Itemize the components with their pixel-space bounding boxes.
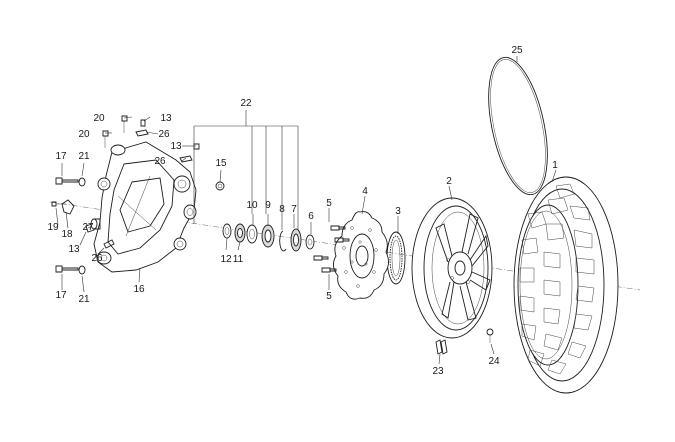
part-6-spacer (305, 234, 315, 250)
callout-6: 6 (308, 211, 314, 222)
callout-26-top: 26 (158, 129, 170, 140)
callout-13-top: 13 (160, 113, 172, 124)
part-20-screws (102, 115, 128, 148)
callout-15: 15 (215, 158, 227, 169)
callout-5-upper: 5 (326, 198, 332, 209)
callout-25: 25 (511, 45, 523, 56)
callout-21-upper: 21 (78, 151, 90, 162)
part-18-bracket (61, 199, 75, 215)
part-15-bushing (215, 181, 225, 191)
part-3-ring (386, 231, 406, 285)
callout-11: 11 (233, 254, 244, 265)
callout-23: 23 (432, 366, 444, 377)
callout-13-left: 13 (68, 244, 80, 255)
callout-18: 18 (61, 229, 73, 240)
part-16-hub-carrier (93, 141, 197, 273)
part-17-bolts (55, 177, 79, 273)
callout-24: 24 (488, 356, 500, 367)
callout-8: 8 (279, 204, 285, 215)
callout-13-mid: 13 (170, 141, 182, 152)
part-27-bushing (90, 218, 101, 230)
part-4-brake-disc (333, 211, 389, 300)
callout-9: 9 (265, 200, 271, 211)
part-21-washers (78, 177, 86, 275)
callout-20-lower: 20 (78, 129, 90, 140)
part-9-bearing (261, 224, 275, 248)
part-10-spacer-ring (246, 224, 258, 244)
leader-lines (55, 56, 557, 365)
callout-12: 12 (220, 254, 232, 265)
callout-10: 10 (246, 200, 258, 211)
callout-5-lower: 5 (326, 291, 332, 302)
callout-1: 1 (552, 160, 558, 171)
part-19-screw (51, 201, 66, 207)
callout-7: 7 (291, 204, 297, 215)
callout-16: 16 (133, 284, 145, 295)
part-25-ring (488, 56, 548, 196)
part-26-clips (103, 129, 193, 249)
callout-26-left: 26 (91, 253, 103, 264)
callout-27: 27 (82, 222, 94, 233)
callout-26-mid: 26 (154, 156, 166, 167)
callout-19: 19 (47, 222, 59, 233)
part-7-seal (290, 228, 302, 252)
part-23-pads (435, 339, 448, 355)
part-1-tire (513, 176, 619, 394)
callout-20-upper: 20 (93, 113, 105, 124)
part-2-rim (411, 197, 493, 339)
part-5-bolts (313, 225, 350, 273)
callout-17-upper: 17 (55, 151, 67, 162)
part-8-circlip (279, 230, 287, 252)
callout-2: 2 (446, 176, 452, 187)
part-24-valve (486, 328, 494, 343)
part-11-bearing (234, 223, 246, 243)
callout-3: 3 (395, 206, 401, 217)
callout-17-lower: 17 (55, 290, 67, 301)
callout-21-lower: 21 (78, 294, 90, 305)
callout-4: 4 (362, 186, 368, 197)
callout-22: 22 (240, 98, 252, 109)
callout-labels: 1 2 3 4 5 5 6 7 8 9 10 11 12 13 13 13 15… (47, 45, 558, 377)
part-12-washer (222, 223, 232, 239)
